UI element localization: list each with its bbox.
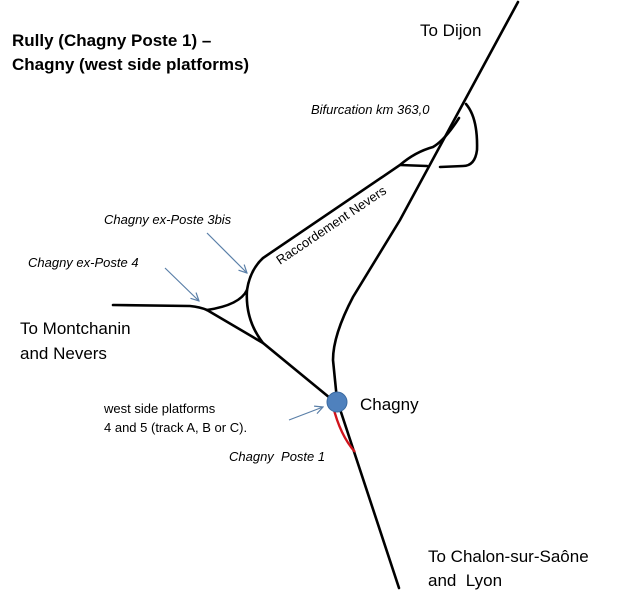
label-poste-3bis: Chagny ex-Poste 3bis [104,212,232,227]
chagny-station-marker [326,391,348,413]
label-montchanin-2: and Nevers [20,344,107,363]
label-bifurcation: Bifurcation km 363,0 [311,102,430,117]
branch-3bis [245,288,265,345]
arrow-poste-4 [164,267,199,301]
label-raccordement: Raccordement Nevers [273,182,389,267]
label-chalon-1: To Chalon-sur-Saône [428,547,589,566]
main-line-dijon-chalon [331,0,520,590]
label-platforms-1: west side platforms [103,401,216,416]
loop-track-b [398,163,429,168]
arrow-platforms [288,407,323,421]
arrow-poste-3bis [206,232,247,273]
label-poste-4: Chagny ex-Poste 4 [28,255,139,270]
label-chagny: Chagny [360,395,419,414]
label-poste-1: Chagny Poste 1 [229,449,325,464]
title-line-1: Rully (Chagny Poste 1) – [12,31,211,50]
title-line-2: Chagny (west side platforms) [12,55,249,74]
raccordement-nevers-track [205,116,461,312]
label-chalon-2: and Lyon [428,571,502,590]
label-to-dijon: To Dijon [420,21,481,40]
loop-track-a [438,102,479,169]
label-montchanin-1: To Montchanin [20,319,131,338]
montchanin-line [111,303,332,400]
label-platforms-2: 4 and 5 (track A, B or C). [104,420,247,435]
